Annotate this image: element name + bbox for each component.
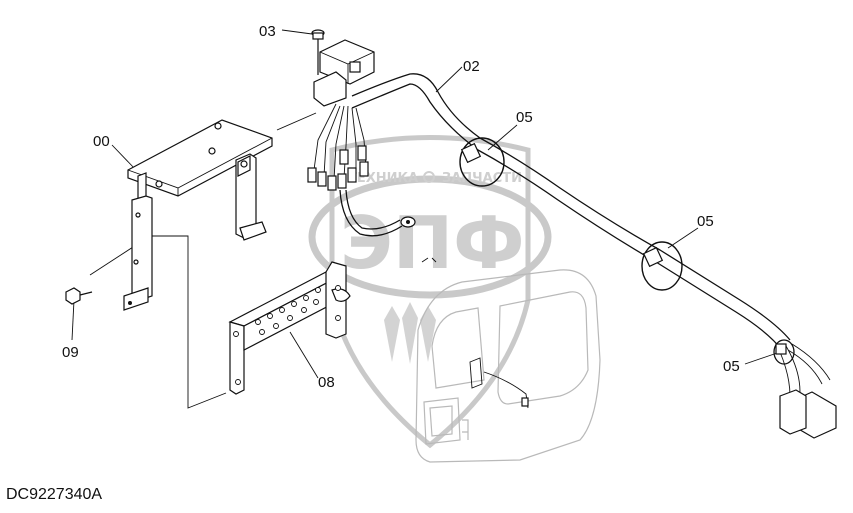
clamp-05-middle [641, 241, 683, 291]
drawing-code: DC9227340A [6, 486, 103, 503]
callout-00: 00 [93, 133, 110, 150]
bracket-08 [228, 261, 351, 395]
cab-reference-outline [415, 269, 601, 463]
callout-09: 09 [62, 344, 79, 361]
watermark-text-right: ЗАПЧАСТИ [442, 171, 522, 186]
callout-08: 08 [318, 374, 335, 391]
callout-03: 03 [259, 23, 276, 40]
bolt-09 [65, 287, 93, 305]
callout-02: 02 [463, 58, 480, 75]
ground-point-marker [421, 257, 437, 263]
watermark-logo: ТЕХНИКА ЗАПЧАСТИ ЭПФ [308, 135, 552, 449]
bracket-00 [123, 119, 273, 311]
bolt-03 [311, 29, 325, 75]
watermark-logo-text: ЭПФ [340, 201, 525, 285]
callout-labels: 03 02 00 05 05 05 09 08 [62, 23, 740, 391]
callout-05-middle: 05 [697, 213, 714, 230]
callout-05-upper: 05 [516, 109, 533, 126]
callout-05-lower: 05 [723, 358, 740, 375]
clamp-05-lower [773, 339, 795, 365]
watermark-text-left: ТЕХНИКА [348, 171, 418, 186]
clamp-05-upper [459, 137, 505, 187]
wire-harness-02 [307, 39, 837, 439]
